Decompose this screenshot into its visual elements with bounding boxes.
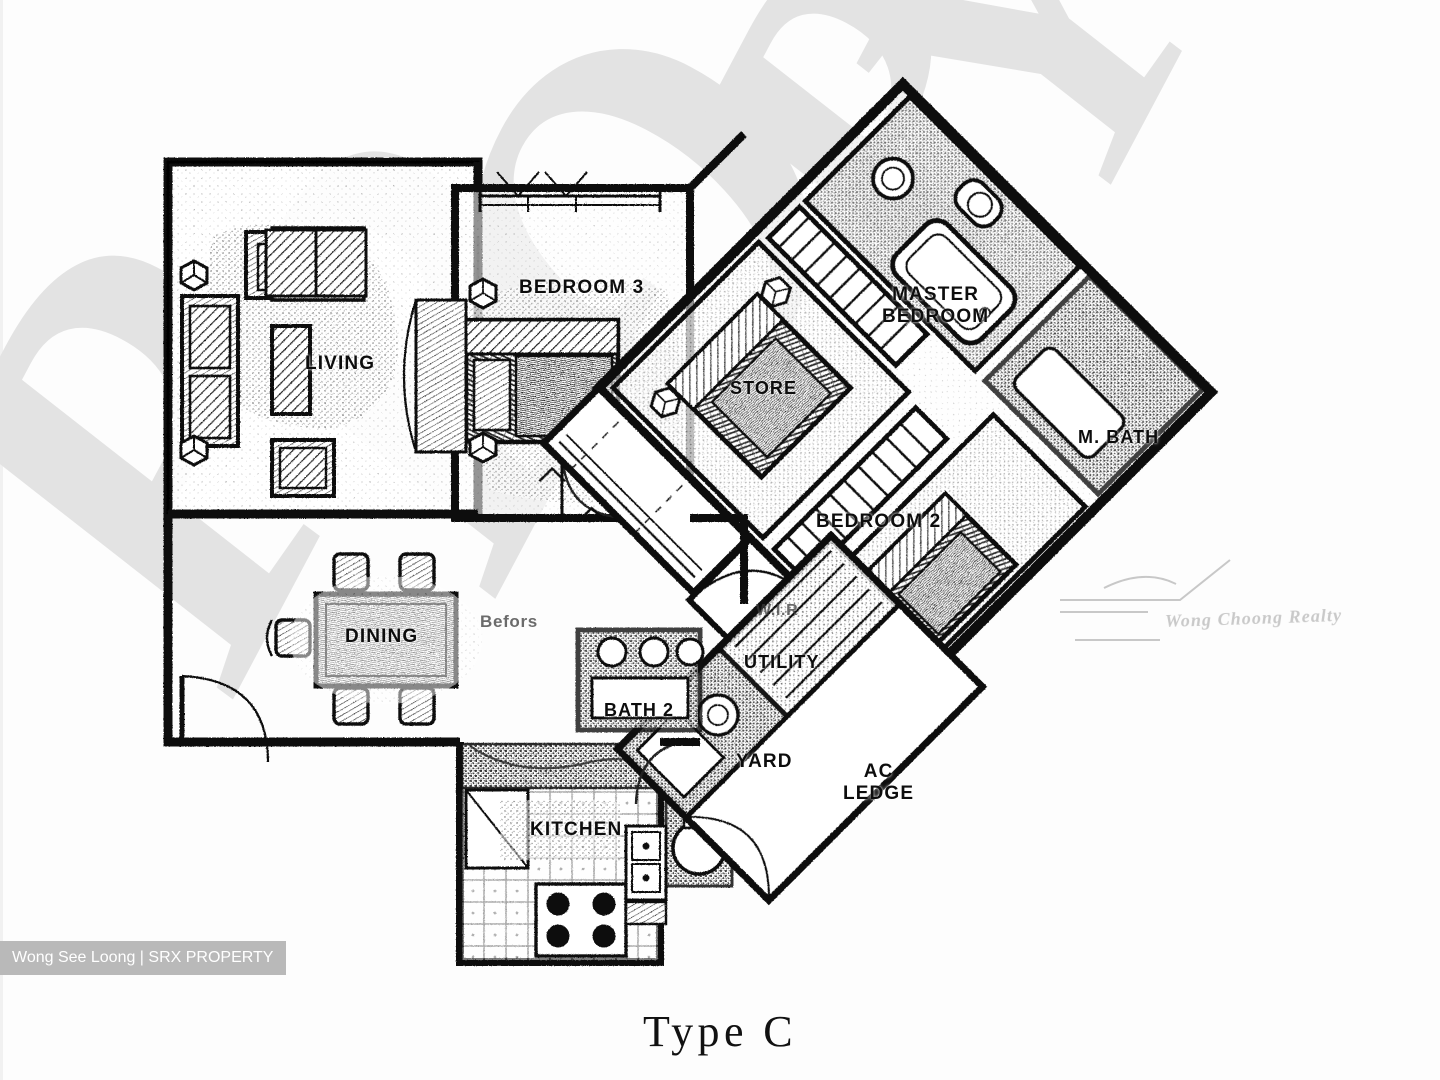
room-label-yard: YARD	[736, 751, 793, 772]
plan-title: Type C	[642, 1007, 798, 1056]
room-label-utility: UTILITY	[744, 652, 820, 672]
credit-text: Wong See Loong | SRX PROPERTY	[12, 949, 274, 966]
room-label-kitchen: KITCHEN	[530, 819, 623, 840]
credit-watermark-bar: Wong See Loong | SRX PROPERTY	[0, 941, 286, 975]
obscured-note-wir: W.I.R	[756, 602, 799, 619]
room-label-bedroom-2: BEDROOM 2	[816, 511, 942, 532]
room-label-living: LIVING	[305, 353, 376, 374]
room-label-store: STORE	[730, 378, 798, 398]
room-label-bedroom-3: BEDROOM 3	[519, 277, 645, 298]
obscured-note-before: Befors	[480, 612, 538, 631]
room-label-m-bath: M. BATH	[1078, 427, 1160, 447]
room-label-ac-ledge: AC LEDGE	[843, 761, 915, 804]
page-left-edge	[0, 0, 3, 1080]
room-label-bath-2: BATH 2	[604, 700, 675, 720]
room-label-dining: DINING	[345, 626, 419, 647]
room-label-master-bedroom: MASTER BEDROOM	[882, 284, 990, 327]
